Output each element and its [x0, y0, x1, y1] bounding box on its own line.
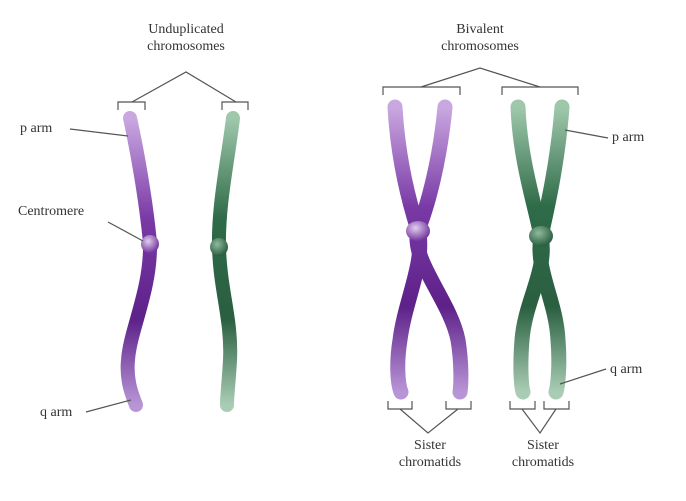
bivalent-purple-chromosome	[387, 99, 469, 400]
label-bivalent-line2: chromosomes	[441, 39, 519, 54]
label-unduplicated-line2: chromosomes	[147, 39, 225, 54]
pointer-p-arm-right	[564, 129, 609, 139]
label-sister2-line2: chromatids	[511, 455, 575, 470]
centromere-bead-green	[210, 238, 228, 256]
label-q-arm-right: q arm	[610, 362, 643, 377]
centromere-bead-bivalent-purple	[406, 221, 430, 241]
pointer-centromere	[107, 221, 144, 242]
label-sister2-line1: Sister	[527, 438, 559, 453]
bracket-unduplicated	[117, 71, 249, 110]
bracket-sister-chromatids-purple	[387, 401, 472, 434]
unduplicated-purple-chromosome	[120, 111, 159, 412]
label-q-arm-left: q arm	[40, 405, 73, 420]
bracket-sister-chromatids-green	[509, 401, 570, 435]
unduplicated-green-chromosome	[210, 111, 240, 412]
label-unduplicated-chromosomes: Unduplicated chromosomes	[147, 21, 225, 55]
label-bivalent-line1: Bivalent	[456, 22, 504, 37]
label-sister1-line2: chromatids	[398, 455, 462, 470]
pointer-q-arm-left	[85, 399, 132, 413]
label-sister1-line1: Sister	[414, 438, 446, 453]
label-unduplicated-line1: Unduplicated	[148, 22, 224, 37]
bracket-bivalent	[382, 67, 579, 95]
pointer-p-arm-left	[69, 128, 129, 137]
label-sister-chromatids-2: Sister chromatids	[512, 437, 574, 471]
centromere-bead-bivalent-green	[529, 226, 553, 246]
label-centromere: Centromere	[18, 204, 85, 219]
label-p-arm-left: p arm	[20, 121, 53, 136]
centromere-bead-purple	[141, 235, 159, 253]
bivalent-green-chromosome	[510, 99, 570, 400]
pointer-q-arm-right	[559, 368, 607, 385]
label-p-arm-right: p arm	[612, 130, 645, 145]
label-sister-chromatids-1: Sister chromatids	[399, 437, 461, 471]
label-bivalent-chromosomes: Bivalent chromosomes	[441, 21, 519, 55]
